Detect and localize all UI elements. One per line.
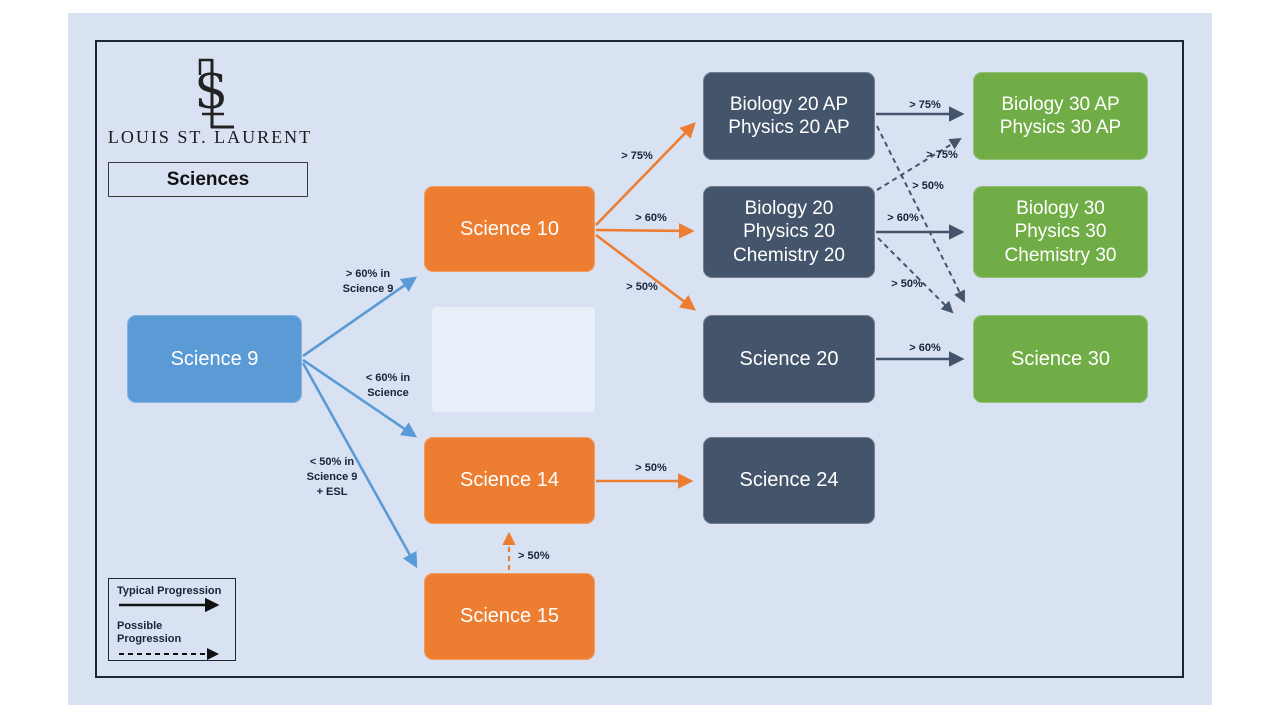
- node-label-line: Physics 20 AP: [728, 117, 850, 138]
- edge-label-s20-s30: > 60%: [909, 342, 941, 354]
- edge-label-bio20-s30: > 50%: [891, 278, 923, 290]
- node-biology-20-ap-physics-20-ap: Biology 20 AP Physics 20 AP: [703, 72, 875, 160]
- node-biology-20-physics-20-chemistry-20: Biology 20 Physics 20 Chemistry 20: [703, 186, 875, 278]
- legend-typical-label: Typical Progression: [117, 585, 222, 597]
- legend-possible-label: Possible Progression: [117, 620, 182, 646]
- node-science-15: Science 15: [424, 573, 595, 660]
- node-label-line: Physics 30: [1014, 221, 1107, 243]
- edge-label-s10-bio20: > 60%: [635, 212, 667, 224]
- edge-label-bio20ap-bio30ap: > 75%: [909, 99, 941, 111]
- edge-label-bio20-bio30: > 60%: [887, 212, 919, 224]
- node-label: Science 30: [1011, 347, 1110, 370]
- node-science-30: Science 30: [973, 315, 1148, 403]
- node-biology-30-physics-30-chemistry-30: Biology 30 Physics 30 Chemistry 30: [973, 186, 1148, 278]
- node-label-line: Biology 20 AP: [729, 93, 849, 115]
- node-label: Science 20: [739, 347, 839, 370]
- edge-label-s9-s15: < 50% in Science 9 + ESL: [306, 456, 358, 498]
- node-label: Science 9: [170, 347, 259, 370]
- node-label-line: Biology 30 AP: [1001, 93, 1120, 115]
- node-science-24: Science 24: [703, 437, 875, 524]
- faint-highlight-rect: [432, 307, 595, 412]
- diagram-border: [95, 40, 1184, 678]
- edge-label-s10-bio20ap: > 75%: [621, 150, 653, 162]
- node-label-line: Physics 20: [743, 221, 835, 243]
- edge-label-s10-s20: > 50%: [626, 281, 658, 293]
- node-label-line: Biology 20: [744, 198, 834, 220]
- node-label: Science 10: [460, 217, 559, 240]
- department-title-box: Sciences: [108, 162, 308, 197]
- legend: Typical Progression Possible Progression: [108, 578, 236, 661]
- svg-text:S: S: [195, 64, 228, 120]
- edge-label-s14-s24: > 50%: [635, 462, 667, 474]
- node-label: Science 14: [460, 469, 559, 491]
- node-label-line: Chemistry 30: [1004, 244, 1117, 266]
- edge-label-s9-s10: > 60% in Science 9: [342, 268, 394, 295]
- school-monogram-icon: S: [195, 58, 234, 129]
- node-science-10: Science 10: [424, 186, 595, 272]
- edge-label-s9-s14: < 60% in Science: [365, 372, 411, 399]
- department-title: Sciences: [166, 168, 250, 190]
- node-label-line: Chemistry 20: [733, 244, 845, 266]
- node-label: Science 24: [739, 469, 839, 491]
- edge-label-s15-s14: > 50%: [518, 550, 550, 562]
- legend-typical-arrow-icon: [119, 597, 220, 613]
- node-science-9: Science 9: [127, 315, 302, 403]
- node-label-line: Biology 30: [1016, 198, 1105, 220]
- edge-label-bio20ap-s30: > 50%: [912, 180, 944, 192]
- node-label-line: Physics 30 AP: [999, 117, 1122, 138]
- edge-label-bio20-bio30ap: > 75%: [926, 149, 958, 161]
- node-science-14: Science 14: [424, 437, 595, 524]
- node-biology-30-ap-physics-30-ap: Biology 30 AP Physics 30 AP: [973, 72, 1148, 160]
- school-name: LOUIS ST. LAURENT: [107, 127, 313, 147]
- node-label: Science 15: [460, 605, 559, 627]
- legend-possible-arrow-icon: [119, 647, 219, 660]
- node-science-20: Science 20: [703, 315, 875, 403]
